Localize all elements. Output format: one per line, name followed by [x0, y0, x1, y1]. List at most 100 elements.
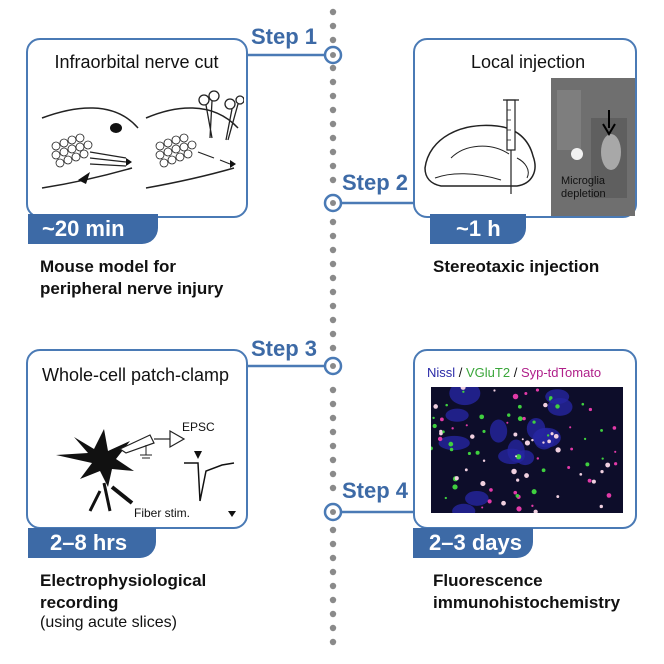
nissl-cell: [489, 419, 508, 443]
synaptic-punctum: [567, 466, 571, 470]
timeline-dot: [329, 302, 337, 310]
step2-label: Step 2: [342, 170, 409, 195]
step1-caption-line1: Mouse model for: [40, 257, 177, 276]
timeline-dot: [329, 330, 337, 338]
step2-panel: Local injection Microglia depletion: [413, 38, 637, 218]
synaptic-punctum: [606, 493, 612, 498]
synaptic-punctum: [516, 506, 522, 512]
synaptic-punctum: [569, 426, 572, 429]
timeline-dot: [329, 64, 337, 72]
synaptic-punctum: [600, 428, 604, 432]
step3-duration-tab: 2–8 hrs: [28, 528, 156, 558]
timeline-dot: [329, 288, 337, 296]
nissl-cell: [465, 490, 489, 506]
synaptic-punctum: [533, 509, 538, 513]
timeline-dot: [329, 176, 337, 184]
step3-label: Step 3: [251, 336, 318, 361]
micrograph-label-line1: Microglia: [561, 175, 606, 187]
synaptic-punctum: [513, 490, 518, 495]
synaptic-punctum: [581, 402, 585, 406]
step4-label: Step 4: [342, 478, 409, 503]
timeline-dot: [329, 414, 337, 422]
synaptic-punctum: [555, 404, 560, 409]
timeline-dot: [329, 106, 337, 114]
synaptic-punctum: [516, 478, 520, 482]
synaptic-punctum: [515, 494, 520, 498]
timeline-dot: [329, 442, 337, 450]
step4-caption-line1: Fluorescence: [433, 571, 543, 590]
step4-panel: Nissl / VGluT2 / Syp-tdTomato: [413, 349, 637, 529]
synaptic-punctum: [507, 413, 511, 417]
fluorescence-micrograph: [431, 387, 623, 513]
synaptic-punctum: [467, 451, 471, 456]
nissl-cell: [438, 435, 470, 451]
micrograph-puncta: [431, 387, 618, 513]
synaptic-punctum: [542, 441, 545, 444]
synaptic-punctum: [480, 481, 486, 487]
synaptic-punctum: [570, 447, 574, 451]
synaptic-punctum: [614, 450, 617, 453]
synaptic-punctum: [532, 420, 536, 424]
synaptic-punctum: [444, 496, 447, 500]
synaptic-punctum: [585, 462, 590, 467]
timeline-dot: [329, 92, 337, 100]
synaptic-punctum: [464, 468, 468, 472]
stain-separator: /: [455, 365, 467, 380]
synaptic-punctum: [599, 504, 603, 509]
stain-legend: Nissl / VGluT2 / Syp-tdTomato: [427, 365, 601, 380]
step2-panel-title: Local injection: [471, 52, 586, 72]
step3-caption-note: (using acute slices): [40, 614, 177, 631]
stain-separator: /: [510, 365, 521, 380]
synaptic-punctum: [481, 506, 484, 509]
synaptic-punctum: [556, 495, 560, 498]
timeline-dot: [329, 484, 337, 492]
synaptic-punctum: [482, 459, 486, 462]
synaptic-punctum: [605, 462, 611, 468]
synaptic-punctum: [501, 500, 506, 506]
timeline-dot: [329, 624, 337, 632]
nissl-cell: [449, 387, 481, 406]
timeline-dot: [329, 162, 337, 170]
timeline-dot: [329, 316, 337, 324]
microglia-depletion-micrograph: Microglia depletion: [551, 78, 635, 216]
timeline-dot: [329, 232, 337, 240]
step4-duration-tab: 2–3 days: [413, 528, 533, 558]
timeline-dot: [329, 554, 337, 562]
timeline-dot: [329, 120, 337, 128]
synaptic-punctum: [462, 390, 465, 393]
synaptic-punctum: [555, 447, 561, 453]
synaptic-punctum: [441, 430, 445, 434]
timeline-dot: [329, 610, 337, 618]
synaptic-punctum: [524, 440, 531, 446]
synaptic-punctum: [535, 388, 540, 392]
stain-nissl: Nissl: [427, 365, 456, 380]
timeline-dot: [329, 134, 337, 142]
synaptic-punctum: [536, 457, 540, 460]
timeline-dot: [329, 246, 337, 254]
synaptic-punctum: [517, 404, 522, 409]
synaptic-punctum: [489, 488, 493, 492]
synaptic-punctum: [493, 389, 496, 392]
synaptic-punctum: [612, 426, 617, 430]
brain-injection-illustration: [424, 98, 536, 194]
nissl-cell: [452, 503, 476, 513]
synaptic-punctum: [487, 499, 492, 504]
synaptic-punctum: [553, 433, 559, 439]
step2-duration-tab: ~1 h: [430, 214, 526, 244]
timeline-dot: [329, 470, 337, 478]
synaptic-punctum: [506, 421, 509, 424]
synaptic-punctum: [465, 424, 468, 427]
step1-label: Step 1: [251, 24, 318, 49]
synaptic-punctum: [448, 441, 454, 447]
step3-panel: Whole-cell patch-clamp EPSC Fiber stim.: [26, 349, 248, 529]
synaptic-punctum: [445, 403, 448, 407]
synaptic-punctum: [515, 454, 522, 460]
synaptic-punctum: [437, 436, 443, 442]
step1-panel: Infraorbital nerve cut: [26, 38, 248, 218]
synaptic-punctum: [600, 470, 604, 474]
synaptic-punctum: [587, 478, 592, 483]
step1-caption-line2: peripheral nerve injury: [40, 279, 224, 298]
timeline-dot: [329, 22, 337, 30]
timeline-dot: [329, 36, 337, 44]
